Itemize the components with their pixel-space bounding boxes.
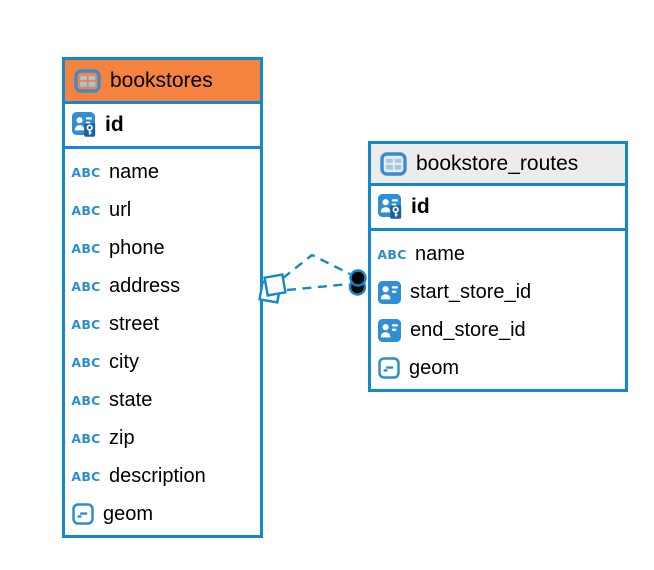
field-label: geom	[409, 356, 460, 379]
text-type-icon: ABC	[71, 430, 101, 446]
field-row-id[interactable]: id	[65, 104, 260, 149]
table-title: bookstores	[110, 68, 213, 92]
table-bookstore-routes[interactable]: bookstore_routes id ABC name start_store…	[368, 141, 628, 392]
relationship-line-end-store-id[interactable]	[282, 253, 351, 279]
field-label: id	[411, 195, 430, 218]
field-row-name[interactable]: ABC name	[65, 153, 260, 191]
field-row-phone[interactable]: ABC phone	[65, 229, 260, 267]
field-label: id	[105, 113, 124, 136]
field-label: start_store_id	[410, 280, 532, 303]
field-row-street[interactable]: ABC street	[65, 305, 260, 343]
text-type-icon: ABC	[71, 278, 101, 294]
field-row-end-store-id[interactable]: end_store_id	[371, 311, 625, 349]
field-row-city[interactable]: ABC city	[65, 343, 260, 381]
field-list: ABC name ABC url ABC phone ABC address A…	[65, 149, 260, 535]
field-row-url[interactable]: ABC url	[65, 191, 260, 229]
relationship-source-marker-square[interactable]	[263, 273, 287, 297]
text-type-icon: ABC	[71, 202, 101, 218]
field-label: name	[109, 160, 160, 183]
text-type-icon: ABC	[377, 246, 407, 262]
field-row-id[interactable]: id	[371, 186, 625, 231]
field-row-address[interactable]: ABC address	[65, 267, 260, 305]
field-row-name[interactable]: ABC name	[371, 235, 625, 273]
table-bookstore-routes-header[interactable]: bookstore_routes	[371, 144, 625, 186]
field-label: end_store_id	[410, 318, 526, 341]
field-label: address	[109, 274, 181, 297]
field-row-start-store-id[interactable]: start_store_id	[371, 273, 625, 311]
relationship-target-marker-circle[interactable]	[349, 269, 367, 287]
field-row-description[interactable]: ABC description	[65, 457, 260, 495]
field-label: state	[109, 388, 153, 411]
field-list: ABC name start_store_id end_store_id geo…	[371, 231, 625, 389]
field-row-state[interactable]: ABC state	[65, 381, 260, 419]
table-title: bookstore_routes	[416, 151, 579, 175]
field-row-geom[interactable]: geom	[371, 349, 625, 387]
field-label: description	[109, 464, 206, 487]
field-label: name	[415, 242, 466, 265]
text-type-icon: ABC	[71, 316, 101, 332]
field-label: zip	[109, 426, 135, 449]
field-label: url	[109, 198, 132, 221]
text-type-icon: ABC	[71, 164, 101, 180]
field-row-geom[interactable]: geom	[65, 495, 260, 533]
text-type-icon: ABC	[71, 240, 101, 256]
table-bookstores-header[interactable]: bookstores	[65, 60, 260, 104]
text-type-icon: ABC	[71, 468, 101, 484]
relationship-line-start-store-id[interactable]	[286, 282, 350, 292]
text-type-icon: ABC	[71, 354, 101, 370]
text-type-icon: ABC	[71, 392, 101, 408]
field-row-zip[interactable]: ABC zip	[65, 419, 260, 457]
field-label: phone	[109, 236, 165, 259]
table-bookstores[interactable]: bookstores id ABC name ABC url ABC phone…	[62, 57, 263, 538]
field-label: geom	[103, 502, 154, 525]
field-label: city	[109, 350, 139, 373]
field-label: street	[109, 312, 160, 335]
